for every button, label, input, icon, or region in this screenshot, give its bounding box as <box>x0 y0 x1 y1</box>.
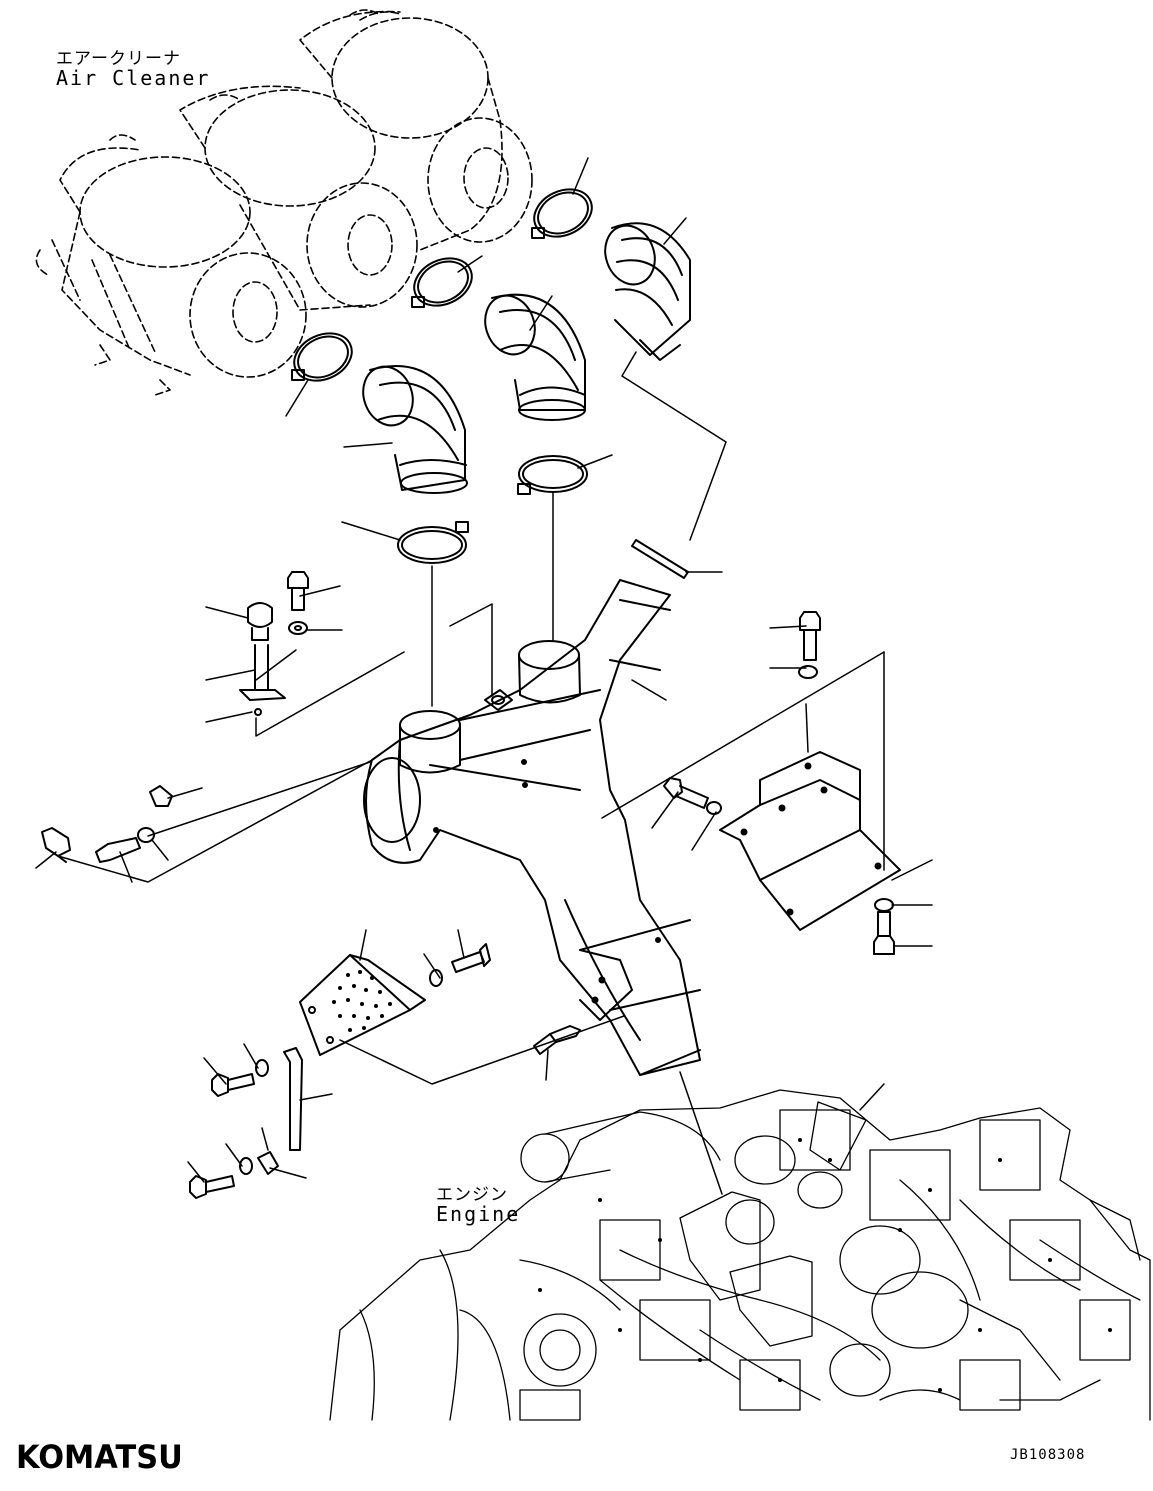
elbow-hose-middle <box>484 293 586 421</box>
bolt-a <box>287 571 309 611</box>
bracket-right <box>719 751 901 931</box>
hose-clamp-5 <box>397 521 469 564</box>
bolt-d <box>873 911 895 955</box>
hose-clamp-4 <box>517 455 588 495</box>
elbow-hose-upper <box>604 222 691 361</box>
bolt-b <box>799 611 821 661</box>
komatsu-logo: KOMATSU <box>16 1438 183 1476</box>
drawing-code: JB108308 <box>1010 1447 1086 1463</box>
engine-label-en: Engine <box>436 1202 521 1226</box>
elbow-hose-lower <box>362 365 468 494</box>
bolt-f <box>211 1073 255 1097</box>
washer-d <box>874 898 894 912</box>
rod <box>631 539 689 579</box>
intake-pipe <box>363 579 701 1076</box>
hose-clamp-1 <box>531 188 593 239</box>
sensor-group <box>41 785 173 863</box>
washer-c <box>706 801 722 815</box>
perforated-plate <box>299 954 426 1056</box>
bolt-e <box>451 943 491 973</box>
stay <box>283 1047 303 1151</box>
air-cleaner-label-en: Air Cleaner <box>56 66 211 90</box>
dust-indicator <box>239 602 286 716</box>
washer-g <box>239 1157 253 1175</box>
air-cleaner-label-jp: エアークリーナ <box>56 49 181 69</box>
washer-b <box>798 665 818 679</box>
air-cleaner-assembly <box>35 9 533 396</box>
engine-label-jp: エンジン <box>436 1185 508 1205</box>
hose-clamp-2 <box>411 257 473 308</box>
washer-e <box>429 969 443 987</box>
engine-assembly <box>329 1089 1151 1421</box>
washer-f <box>255 1059 269 1077</box>
hose-clamp-3 <box>291 332 353 382</box>
leader-lines <box>35 157 933 1195</box>
clip <box>257 1151 279 1175</box>
bolt-g <box>189 1175 235 1199</box>
temp-sensor <box>533 1025 581 1055</box>
washer-a <box>288 621 308 635</box>
